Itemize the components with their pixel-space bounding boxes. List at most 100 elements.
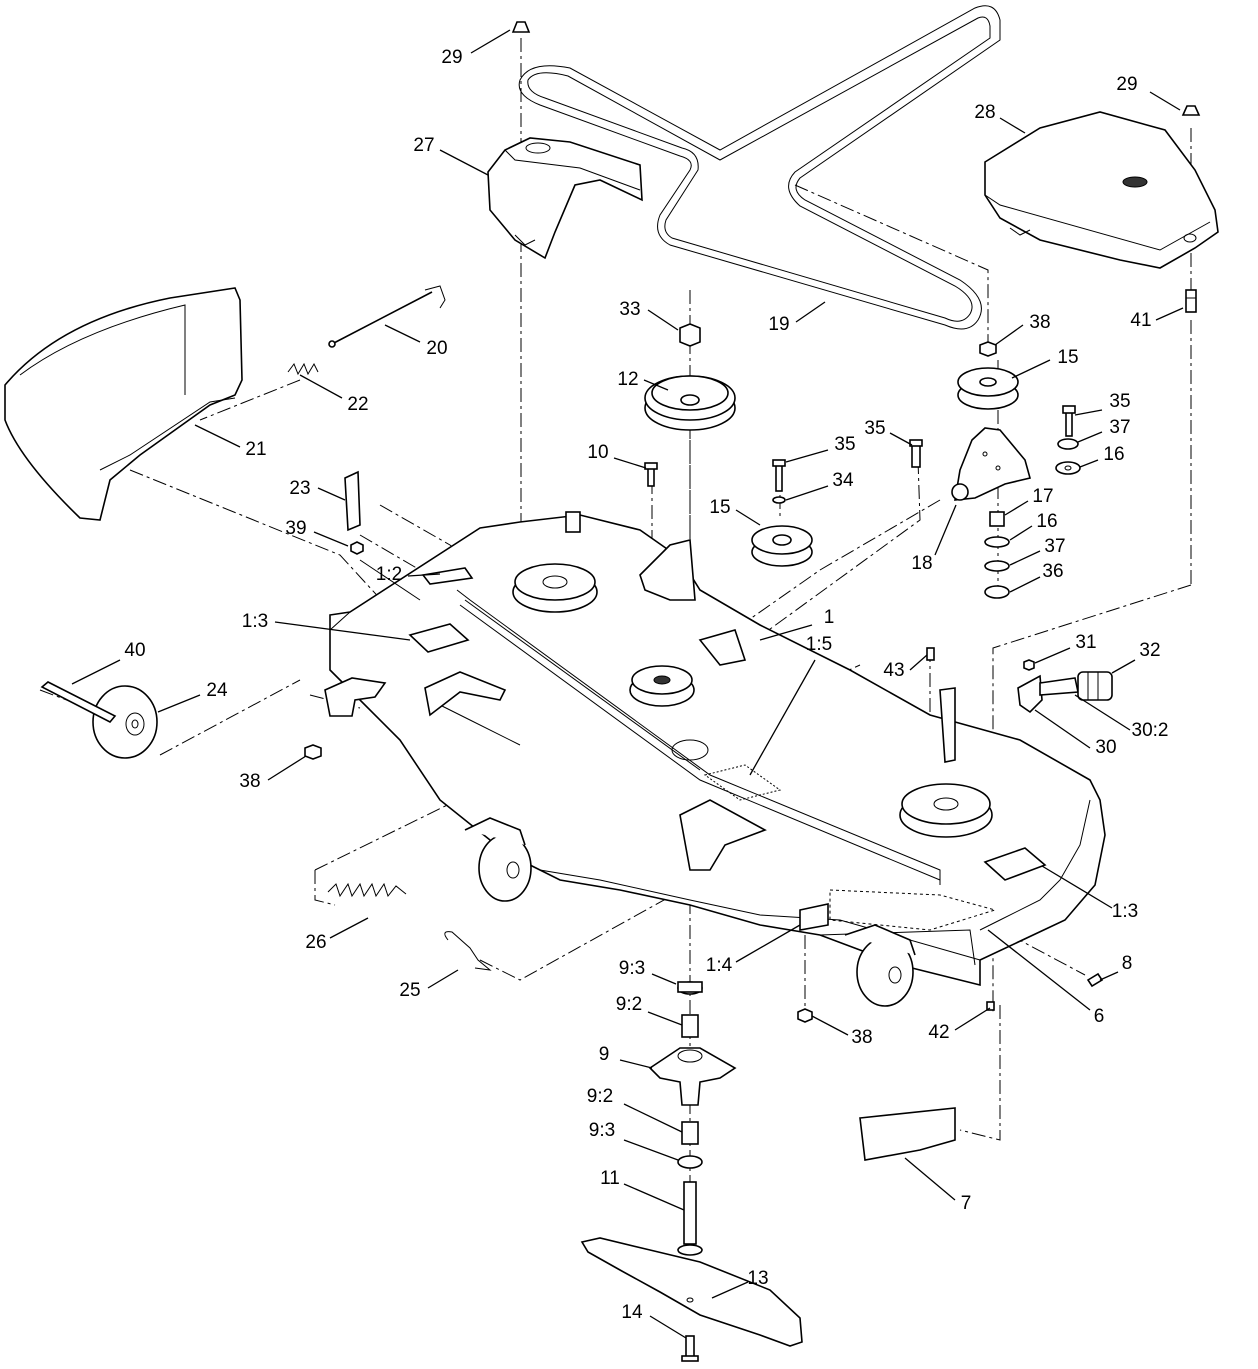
callout-leader-30 [1034,709,1091,749]
callout-label-13: 13 [747,1268,768,1289]
callout-label-35b: 35 [834,434,855,455]
callout-leader-24 [157,694,201,713]
callout-leader-38b [267,755,307,781]
washer-16-right [1055,461,1081,475]
spindle-shaft-11 [677,1181,703,1256]
callout-leader-20 [384,324,421,343]
nut-39 [350,541,364,555]
callout-leader-1-5 [749,659,816,776]
callout-leader-35c [889,432,913,446]
bolt-35-right [1062,405,1076,437]
callout-label-17: 17 [1032,486,1053,507]
bolt-35-mid [772,459,786,504]
spring-26 [327,882,407,898]
spacer-9-2-top [681,1014,699,1038]
callout-leader-23 [317,487,346,501]
belt-cover-right [984,111,1219,269]
bolt-43 [926,647,935,661]
deck-pulley-left [512,511,598,613]
callout-leader-27 [439,149,489,176]
callout-leader-21 [194,424,241,448]
callout-leader-37b [1009,550,1041,566]
callout-label-15b: 15 [709,497,730,518]
callout-label-1-3a: 1:3 [242,611,268,632]
chute-spring [287,362,319,376]
callout-label-9-3b: 9:3 [589,1120,615,1141]
nut-33 [679,323,701,347]
callout-leader-13 [711,1281,749,1299]
callout-label-38c: 38 [851,1027,872,1048]
callout-leader-35a [1074,409,1103,416]
callout-label-37b: 37 [1044,536,1065,557]
callout-leader-7 [904,1157,956,1201]
bracket-deck-left [324,538,956,871]
callout-label-28: 28 [974,102,995,123]
callout-leader-38c [811,1015,849,1036]
nut-38-top [979,341,997,357]
callout-leader-35b [785,449,829,463]
callout-leader-31 [1034,647,1071,664]
drive-belt [518,5,1001,330]
callout-label-9-2a: 9:2 [616,994,642,1015]
spacer-9-2-bottom [681,1121,699,1145]
callout-leader-34 [785,485,829,501]
pulley-12 [644,375,736,431]
callout-leader-8 [1099,971,1119,981]
callout-label-42: 42 [928,1022,949,1043]
callout-leader-9-3b [623,1139,679,1161]
blade-13 [580,1237,803,1347]
deck-pulley-center [629,665,709,761]
pulley-15-right [957,367,1019,410]
baffle-7 [859,1107,956,1161]
callout-leader-42 [954,1007,991,1031]
callout-leader-41 [1155,307,1184,321]
callout-label-37a: 37 [1109,417,1130,438]
callout-label-12: 12 [617,369,638,390]
callout-leader-17 [1004,500,1029,516]
callout-leader-33 [647,309,679,331]
idler-arm-18 [951,427,1031,501]
nut-38-left [304,744,322,760]
callout-label-16b: 16 [1036,511,1057,532]
callout-label-22: 22 [347,394,368,415]
bolt-35-arm [909,439,923,468]
callout-label-31: 31 [1075,632,1096,653]
callout-leader-29a [470,29,511,54]
callout-leader-1 [759,624,813,641]
callout-leader-1-3a [274,621,411,641]
callout-leader-38a [994,324,1024,346]
bolt-8 [1086,972,1104,988]
axle-bolt-40 [40,681,117,724]
callout-label-23: 23 [289,478,310,499]
pin-25 [444,931,492,971]
callout-label-7: 7 [961,1193,972,1214]
callout-leader-22 [299,374,343,399]
callout-leader-28 [999,117,1026,134]
callout-leader-1-4 [735,924,801,963]
callout-leader-9 [619,1059,653,1069]
washer-37-right [1057,438,1079,450]
callout-label-9-2b: 9:2 [587,1086,613,1107]
callout-label-1-3b: 1:3 [1112,901,1138,922]
callout-leader-25 [427,969,459,989]
spacer-stack [984,511,1010,599]
callout-leader-11 [623,1183,685,1211]
gauge-wheel-front-left [464,817,532,902]
callout-label-30-2: 30:2 [1132,720,1169,741]
callout-leader-9-3a [651,973,677,985]
callout-label-24: 24 [206,680,228,701]
callout-leader-30-2 [1074,694,1131,731]
bearing-9-3-bottom [677,1155,703,1169]
callout-label-1-2: 1:2 [376,564,402,585]
callout-label-40: 40 [124,640,145,661]
fitting-30 [1017,674,1079,714]
callout-label-29b: 29 [1116,74,1137,95]
callout-label-34: 34 [832,470,854,491]
nut-42 [986,1001,995,1011]
pulley-15-mid [751,525,813,567]
callout-leader-15a [1011,359,1051,379]
callout-label-9-3a: 9:3 [619,958,645,979]
bracket-23 [344,470,361,532]
callout-leader-10 [613,457,647,469]
callout-label-25: 25 [399,980,420,1001]
